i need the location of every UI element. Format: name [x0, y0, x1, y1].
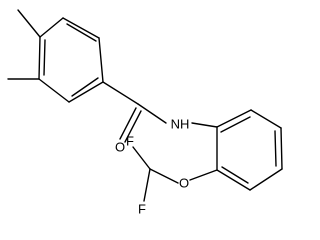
bond	[137, 103, 167, 124]
chemical-structure: O NH O F F	[7, 9, 283, 217]
bond	[132, 146, 151, 170]
bond	[149, 168, 179, 184]
carbonyl-bond	[124, 110, 142, 143]
bond-inner	[221, 166, 249, 184]
bond	[38, 36, 41, 80]
bond-inner	[71, 77, 99, 97]
methyl-bond	[17, 9, 41, 38]
bond	[216, 169, 251, 191]
fluorine-label: F	[126, 134, 134, 149]
bond	[189, 169, 218, 181]
bonds	[7, 9, 283, 202]
bond	[143, 168, 151, 202]
bond	[62, 17, 100, 39]
bond	[39, 17, 64, 38]
bond-inner	[43, 39, 46, 76]
carbonyl-oxygen-label: O	[115, 140, 125, 155]
carbonyl-bond	[119, 107, 137, 140]
bond	[38, 78, 70, 103]
bond-inner	[66, 23, 97, 42]
fluorine-label: F	[138, 202, 146, 217]
bond	[191, 122, 218, 128]
amide-nitrogen-label: NH	[171, 117, 190, 132]
bond-inner	[274, 130, 277, 167]
bond-inner	[220, 116, 251, 133]
bond	[98, 37, 104, 83]
bond	[68, 81, 104, 103]
bond	[216, 109, 252, 128]
atom-labels: O NH O F F	[115, 117, 189, 217]
ether-oxygen-label: O	[179, 176, 189, 191]
structure-canvas: O NH O F F	[7, 9, 283, 217]
bond	[102, 81, 139, 105]
bond	[249, 168, 283, 191]
bond	[280, 127, 283, 170]
bond	[250, 109, 282, 129]
